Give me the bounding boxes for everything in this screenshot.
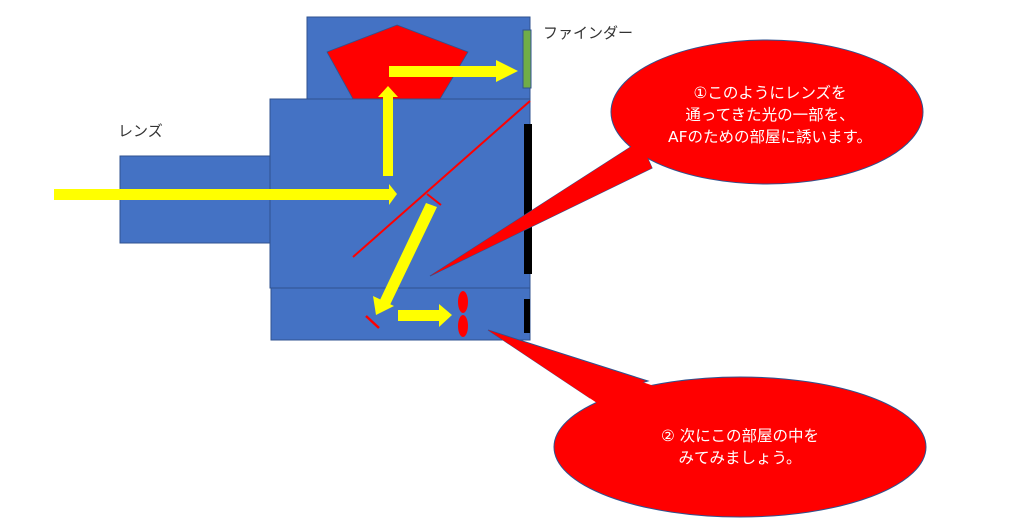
light-ray-incoming [54,184,397,205]
lens-label: レンズ [118,122,163,140]
light-ray-to-finder [389,60,518,82]
callout-1-shape [429,39,924,277]
callout-1-text: ①このようにレンズを 通ってきた光の一部を、 AFのための部屋に誘います。 [640,82,900,148]
image-sensor [524,124,532,274]
callout-2-shape [487,329,927,518]
finder-label: ファインダー [543,24,634,42]
callout-1-line-2: 通ってきた光の一部を、 [685,106,855,124]
af-mirror [365,315,380,329]
main-mirror [352,100,531,258]
light-ray-diagonal [373,203,437,315]
af-sensor [524,299,530,333]
af-lens-bottom [458,315,468,337]
light-ray-to-af [398,304,452,327]
callout-2-line-1: ② 次にこの部屋の中を [660,427,819,445]
callout-2-line-2: みてみましょう。 [678,449,802,467]
callout-1-line-1: ①このようにレンズを [693,84,847,102]
finder-window [522,29,532,89]
callout-2-text: ② 次にこの部屋の中を みてみましょう。 [620,425,860,469]
light-ray-up [378,86,398,176]
callout-1-line-3: AFのための部屋に誘います。 [668,128,872,146]
af-lens-top [458,291,468,313]
sub-mirror [426,193,442,206]
